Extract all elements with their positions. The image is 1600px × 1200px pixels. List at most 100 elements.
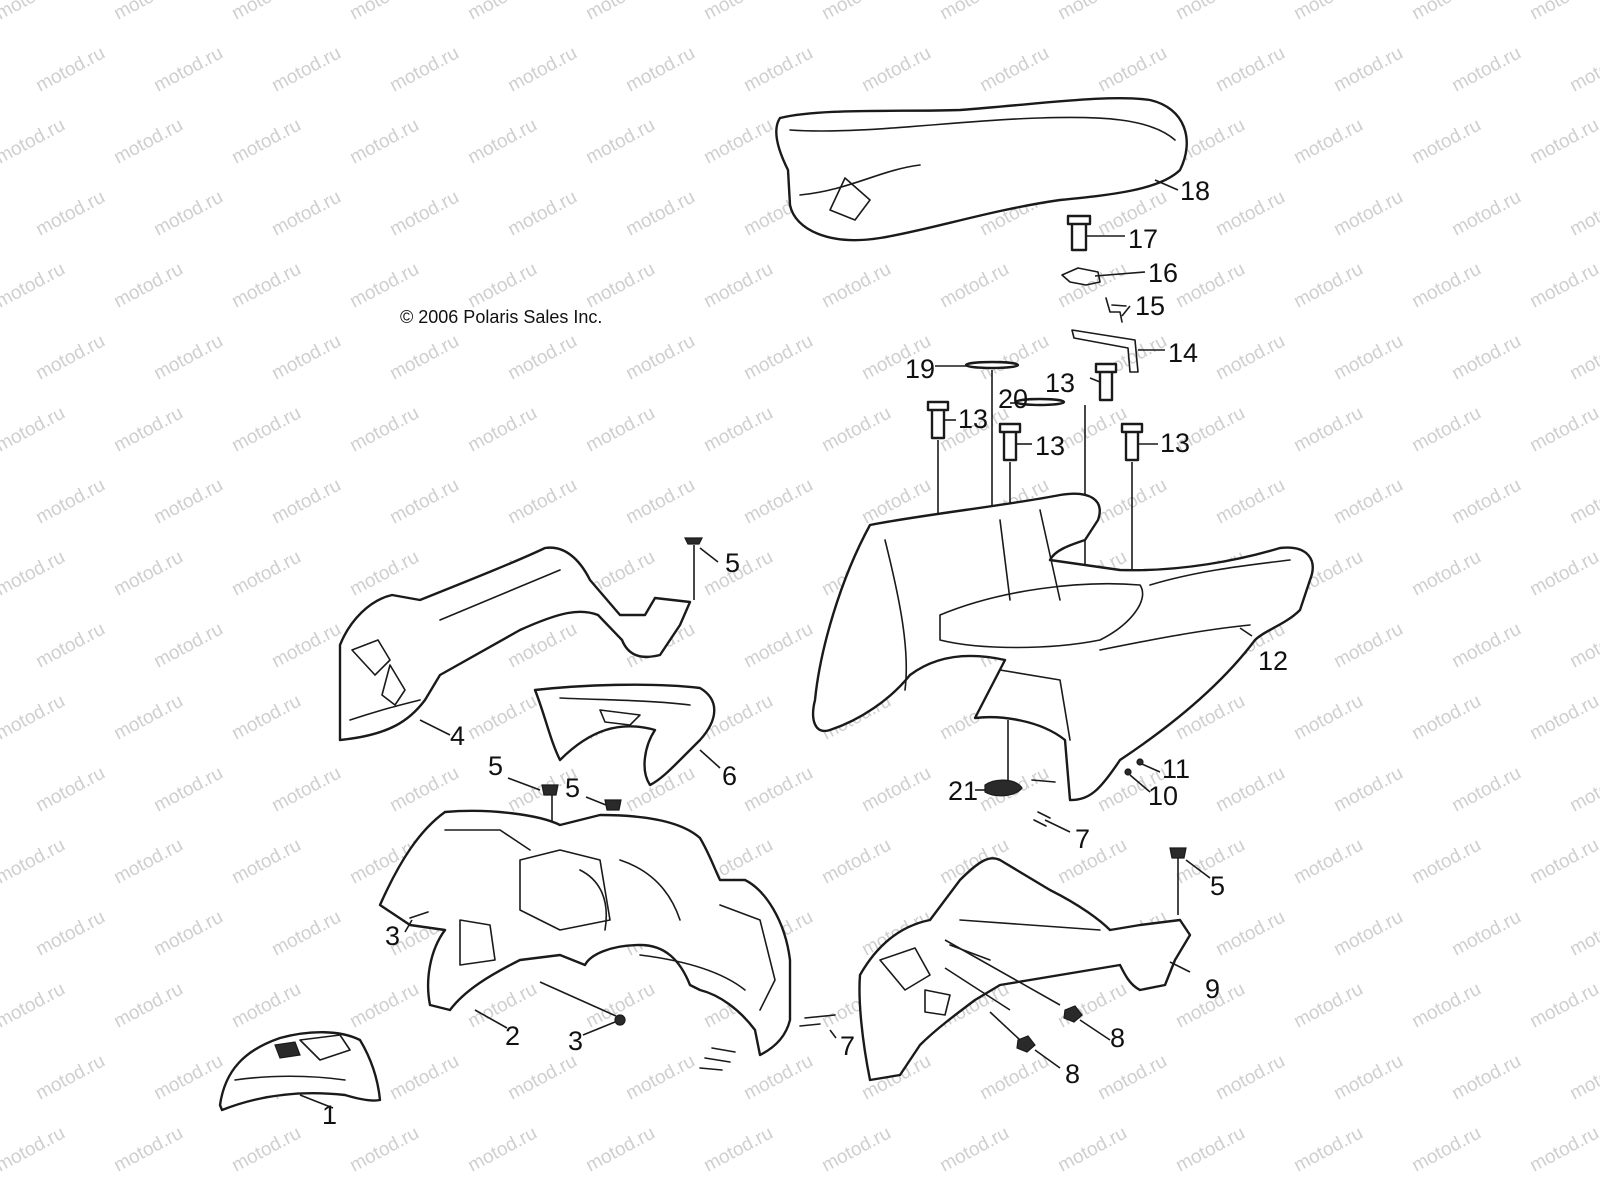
watermark-text: motod.ru bbox=[1408, 115, 1484, 169]
watermark-text: motod.ru bbox=[228, 115, 304, 169]
watermark-text: motod.ru bbox=[0, 547, 69, 601]
nut-8a bbox=[1063, 1005, 1083, 1023]
bolt-13a bbox=[1098, 368, 1114, 402]
watermark-text: motod.ru bbox=[464, 0, 540, 24]
watermark-text: motod.ru bbox=[110, 691, 186, 745]
callout-12: 12 bbox=[1258, 646, 1288, 676]
part-front-cab[interactable] bbox=[378, 809, 792, 1057]
watermark-text: motod.ru bbox=[110, 979, 186, 1033]
watermark-text: motod.ru bbox=[0, 691, 69, 745]
watermark-text: motod.ru bbox=[386, 43, 462, 97]
part-seat[interactable] bbox=[775, 96, 1188, 242]
watermark-text: motod.ru bbox=[1448, 1051, 1524, 1105]
watermark-text: motod.ru bbox=[700, 403, 776, 457]
watermark-text: motod.ru bbox=[1330, 619, 1406, 673]
watermark-text: motod.ru bbox=[1526, 403, 1600, 457]
watermark-text: motod.ru bbox=[1566, 763, 1600, 817]
watermark-text: motod.ru bbox=[504, 43, 580, 97]
callout-3: 3 bbox=[385, 921, 400, 951]
watermark-text: motod.ru bbox=[1172, 259, 1248, 313]
watermark-text: motod.ru bbox=[504, 331, 580, 385]
small-hardware[interactable] bbox=[409, 537, 1187, 1071]
watermark-text: motod.ru bbox=[1054, 259, 1130, 313]
watermark-text: motod.ru bbox=[582, 1123, 658, 1177]
watermark-text: motod.ru bbox=[1566, 187, 1600, 241]
watermark-text: motod.ru bbox=[1330, 43, 1406, 97]
callout-7b: 7 bbox=[840, 1031, 855, 1061]
watermark-text: motod.ru bbox=[0, 0, 69, 24]
callout-21: 21 bbox=[948, 776, 978, 806]
watermark-text: motod.ru bbox=[1290, 979, 1366, 1033]
push-rivet-5d bbox=[1169, 847, 1187, 859]
watermark-text: motod.ru bbox=[228, 835, 304, 889]
callout-5c: 5 bbox=[565, 773, 580, 803]
watermark-text: motod.ru bbox=[32, 619, 108, 673]
watermark-text: motod.ru bbox=[150, 763, 226, 817]
watermark-text: motod.ru bbox=[1290, 259, 1366, 313]
watermark-text: motod.ru bbox=[622, 187, 698, 241]
callout-labels: 1 2 3 3 4 5 5 5 5 6 7 7 8 8 9 10 11 12 1… bbox=[322, 176, 1288, 1130]
watermark-text: motod.ru bbox=[700, 259, 776, 313]
callout-20: 20 bbox=[998, 384, 1028, 414]
part-side-panel-left[interactable] bbox=[338, 546, 692, 742]
bolt-13c bbox=[1002, 428, 1018, 462]
watermark-text: motod.ru bbox=[346, 259, 422, 313]
part-rear-cab[interactable] bbox=[811, 492, 1314, 802]
part-nose[interactable] bbox=[218, 1031, 382, 1112]
watermark-text: motod.ru bbox=[504, 1051, 580, 1105]
watermark-text: motod.ru bbox=[1566, 43, 1600, 97]
watermark-text: motod.ru bbox=[1094, 43, 1170, 97]
watermark-text: motod.ru bbox=[740, 475, 816, 529]
callout-17: 17 bbox=[1128, 224, 1158, 254]
watermark-text: motod.ru bbox=[582, 259, 658, 313]
watermark-text: motod.ru bbox=[1054, 0, 1130, 24]
watermark-text: motod.ru bbox=[818, 403, 894, 457]
watermark-text: motod.ru bbox=[0, 835, 69, 889]
watermark-text: motod.ru bbox=[0, 259, 69, 313]
watermark-text: motod.ru bbox=[110, 835, 186, 889]
watermark-text: motod.ru bbox=[228, 547, 304, 601]
watermark-text: motod.ru bbox=[1172, 1123, 1248, 1177]
watermark-text: motod.ru bbox=[386, 187, 462, 241]
watermark-text: motod.ru bbox=[150, 475, 226, 529]
watermark-text: motod.ru bbox=[268, 763, 344, 817]
watermark-text: motod.ru bbox=[582, 403, 658, 457]
fastener-cluster[interactable] bbox=[926, 214, 1144, 462]
part-side-panel-right[interactable] bbox=[858, 857, 1192, 1082]
watermark-text: motod.ru bbox=[464, 259, 540, 313]
watermark-text: motod.ru bbox=[818, 0, 894, 24]
watermark-text: motod.ru bbox=[1212, 907, 1288, 961]
watermark-text: motod.ru bbox=[1290, 1123, 1366, 1177]
watermark-text: motod.ru bbox=[150, 43, 226, 97]
watermark-text: motod.ru bbox=[858, 1195, 934, 1200]
watermark-text: motod.ru bbox=[740, 619, 816, 673]
watermark-text: motod.ru bbox=[1566, 907, 1600, 961]
watermark-text: motod.ru bbox=[1290, 115, 1366, 169]
watermark-text: motod.ru bbox=[150, 1051, 226, 1105]
watermark-text: motod.ru bbox=[1330, 331, 1406, 385]
watermark-text: motod.ru bbox=[976, 1195, 1052, 1200]
watermark-text: motod.ru bbox=[818, 259, 894, 313]
callout-1: 1 bbox=[322, 1100, 337, 1130]
watermark-text: motod.ru bbox=[1212, 187, 1288, 241]
clip-15 bbox=[1105, 297, 1127, 323]
part-front-inner-panel[interactable] bbox=[533, 683, 716, 787]
watermark-text: motod.ru bbox=[818, 835, 894, 889]
watermark-text: motod.ru bbox=[32, 907, 108, 961]
watermark-text: motod.ru bbox=[1448, 331, 1524, 385]
watermark-text: motod.ru bbox=[150, 331, 226, 385]
callout-3b: 3 bbox=[568, 1026, 583, 1056]
watermark-text: motod.ru bbox=[1290, 0, 1366, 24]
watermark-text: motod.ru bbox=[936, 0, 1012, 24]
screws-7a bbox=[1033, 811, 1051, 827]
watermark-text: motod.ru bbox=[110, 1123, 186, 1177]
watermark-text: motod.ru bbox=[346, 0, 422, 24]
clip-16 bbox=[1061, 267, 1101, 286]
watermark-text: motod.ru bbox=[268, 475, 344, 529]
watermark-text: motod.ru bbox=[740, 1195, 816, 1200]
watermark-text: motod.ru bbox=[976, 1051, 1052, 1105]
watermark-text: motod.ru bbox=[1408, 979, 1484, 1033]
push-rivet-5b bbox=[541, 784, 559, 796]
watermark-text: motod.ru bbox=[1408, 403, 1484, 457]
callout-13a: 13 bbox=[1045, 368, 1075, 398]
